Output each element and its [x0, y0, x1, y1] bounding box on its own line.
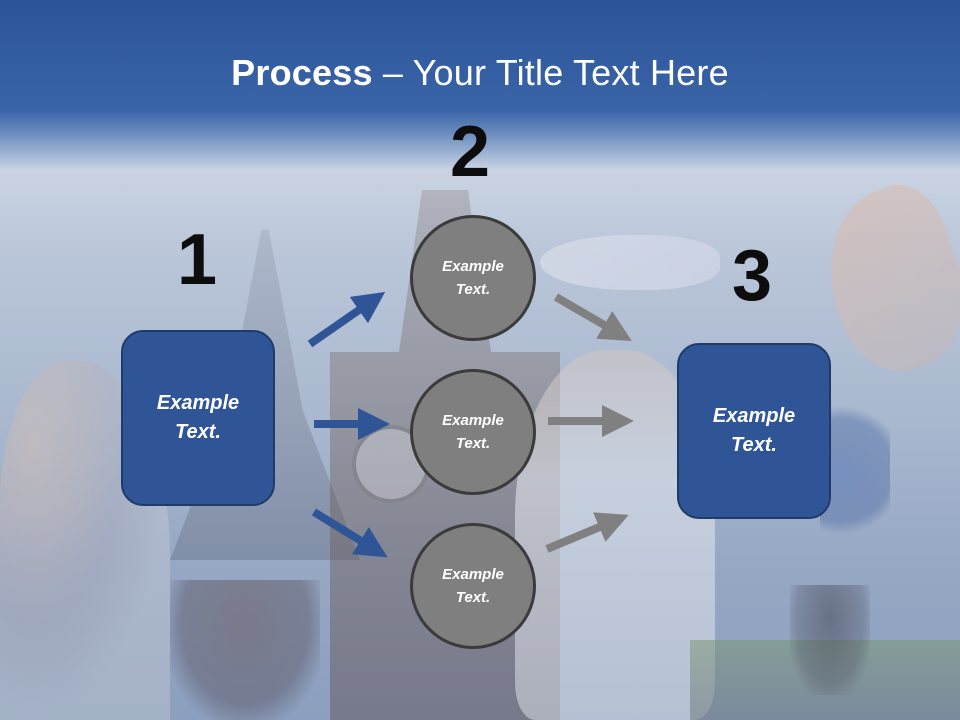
circle-bottom-text: Example Text. [442, 566, 504, 606]
end-box-text: Example Text. [712, 405, 796, 456]
arrow-from-circle-top [553, 293, 632, 342]
process-circle-bottom: Example Text. [410, 523, 536, 649]
circle-middle-text: Example Text. [442, 412, 504, 452]
arrow-from-circle-bot [545, 512, 629, 553]
start-box: Example Text. [121, 330, 275, 506]
start-box-text: Example Text. [156, 392, 240, 443]
slide-title: Process – Your Title Text Here [0, 52, 960, 94]
arrow-to-circle-bot [311, 508, 388, 558]
end-box: Example Text. [677, 343, 831, 519]
process-circle-top: Example Text. [410, 215, 536, 341]
circle-top-text: Example Text. [442, 258, 504, 298]
step-number-3: 3 [732, 236, 773, 316]
step-number-2: 2 [450, 112, 491, 192]
title-rest-part: – Your Title Text Here [372, 52, 729, 93]
process-circle-middle: Example Text. [410, 369, 536, 495]
arrow-to-circle-top [307, 291, 386, 348]
step-number-1: 1 [177, 220, 218, 300]
title-bold-part: Process [231, 52, 373, 93]
